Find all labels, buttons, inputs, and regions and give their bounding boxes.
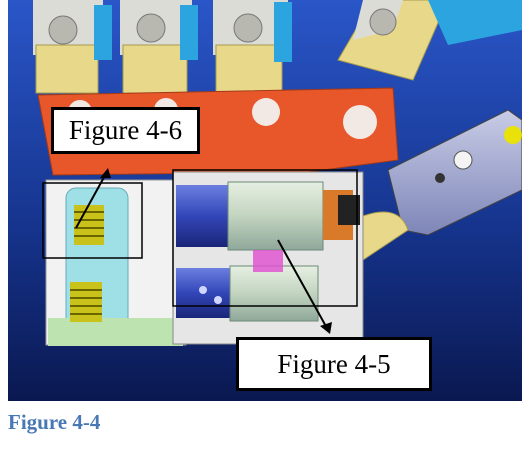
motor-top [176, 181, 360, 251]
highlight-box-spring [42, 182, 143, 259]
finger-2 [120, 0, 198, 94]
robotic-hand-render [8, 0, 522, 401]
callout-figure-4-6-label: Figure 4-6 [68, 115, 183, 145]
callout-figure-4-6: Figure 4-6 [51, 107, 200, 154]
motor-bottom [176, 250, 319, 322]
arrow-figure-4-6 [75, 169, 109, 229]
figure-caption: Figure 4-4 [8, 410, 101, 434]
spring-top [74, 205, 104, 245]
highlight-box-motors [172, 169, 358, 307]
finger-3 [213, 0, 292, 94]
hand-render-figure: Figure 4-6 Figure 4-5 [8, 0, 522, 401]
arrow-figure-4-5 [277, 239, 329, 331]
finger-4 [337, 0, 522, 81]
callout-figure-4-5: Figure 4-5 [236, 337, 432, 391]
finger-1 [33, 0, 112, 94]
callout-figure-4-5-label: Figure 4-5 [277, 348, 391, 379]
spring-bottom [70, 282, 102, 322]
